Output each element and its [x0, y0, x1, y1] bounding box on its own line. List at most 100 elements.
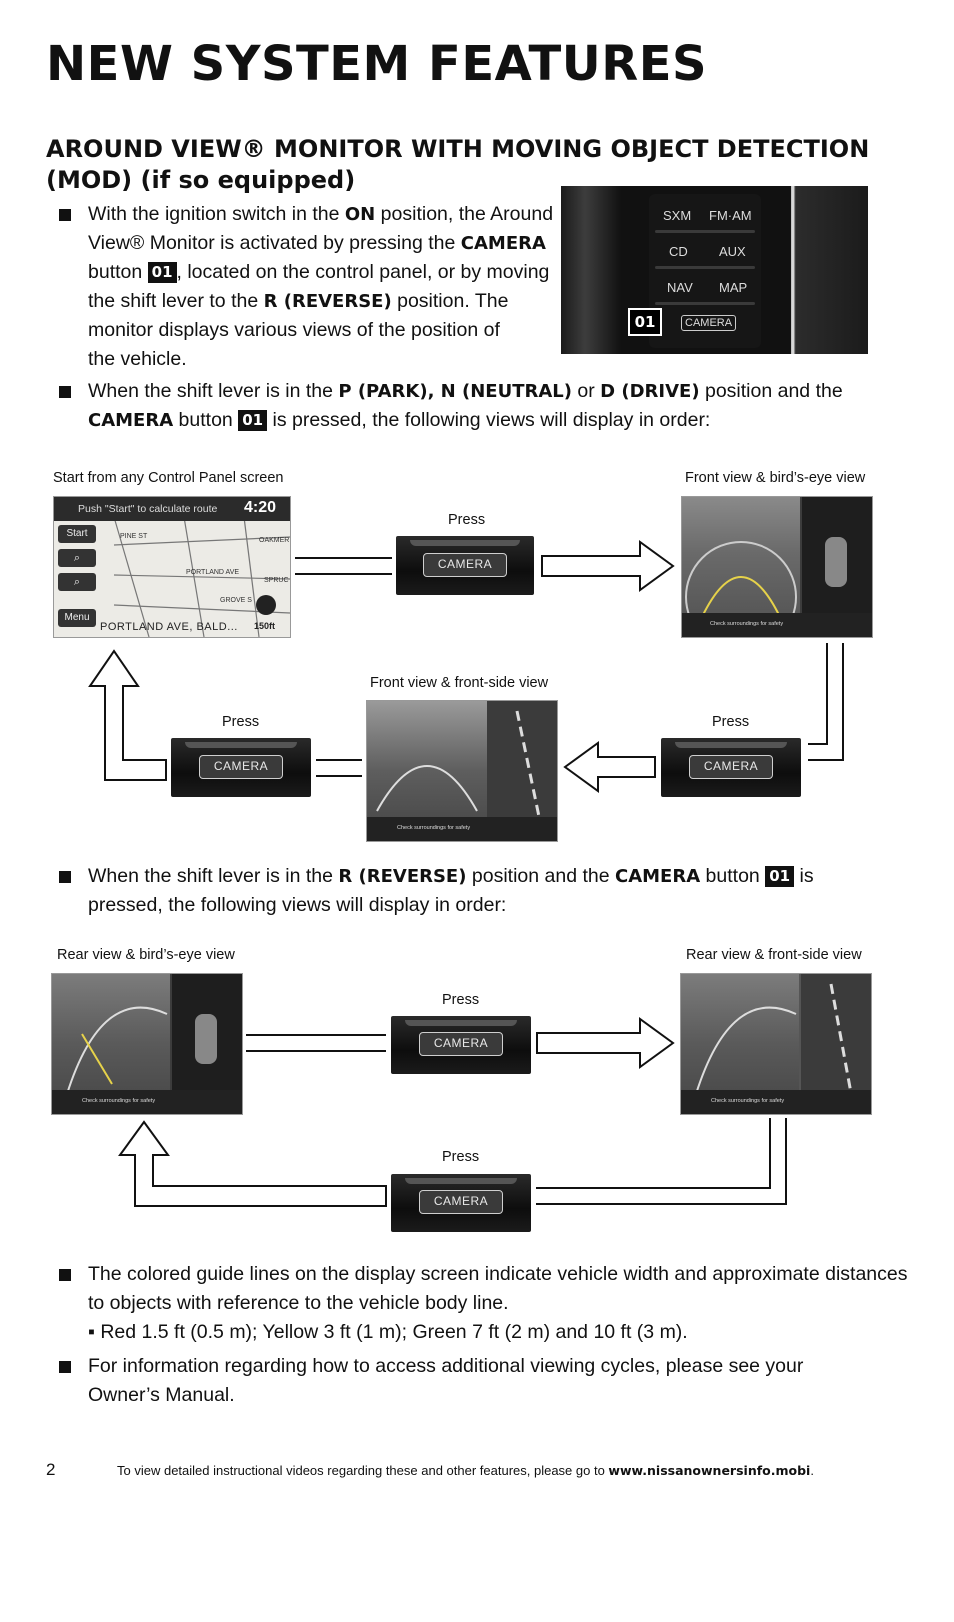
arrow-up-icon	[118, 1120, 387, 1207]
bullet-additional-info: For information regarding how to access …	[59, 1352, 938, 1410]
caption-start: Start from any Control Panel screen	[53, 470, 284, 486]
bullet-square	[59, 1361, 71, 1373]
text: The colored guide lines on the display s…	[88, 1263, 908, 1285]
press-label: Press	[448, 512, 486, 528]
text: button	[173, 409, 239, 431]
press-label: Press	[442, 992, 480, 1008]
diagram2-arrows	[118, 1017, 787, 1207]
text: pressed, the following views will displa…	[88, 894, 507, 916]
nav-street: SPRUC	[264, 577, 289, 584]
caption-rear-side: Rear view & front-side view	[686, 947, 862, 963]
camera-button: CAMERA	[199, 755, 283, 779]
press-label: Press	[442, 1149, 480, 1165]
arrow-up-icon	[88, 649, 167, 781]
text: Owner’s Manual.	[88, 1384, 235, 1406]
page-number: 2	[46, 1460, 56, 1479]
panel-camera-button: CAMERA	[681, 315, 737, 331]
zoom-out-icon: ⌕	[58, 573, 96, 591]
arrow-right-icon	[536, 1017, 675, 1069]
diagram1-arrows	[88, 540, 844, 793]
bullet-square	[59, 386, 71, 398]
camera-button-photo: CAMERA	[661, 738, 801, 797]
camera-term: CAMERA	[88, 410, 174, 431]
front-birds-eye-view: Check surroundings for safety	[681, 496, 873, 638]
front-side-view: Check surroundings for safety	[366, 700, 558, 842]
nav-street: OAKMER	[259, 537, 290, 544]
panel-callout-badge: 01	[628, 308, 662, 336]
camera-button-photo: CAMERA	[391, 1016, 531, 1074]
text: position. The	[391, 290, 509, 312]
text: the shift lever to the	[88, 290, 264, 312]
bullet-drive-views: When the shift lever is in the P (PARK),…	[59, 377, 928, 435]
nav-menu-button: Menu	[58, 609, 96, 627]
text: With the ignition switch in the	[88, 203, 345, 225]
bullet-activation: With the ignition switch in the ON posit…	[59, 200, 558, 374]
car-icon	[195, 1014, 217, 1064]
text: is pressed, the following views will dis…	[267, 409, 711, 431]
compass-icon	[256, 595, 276, 615]
nav-time: 4:20	[244, 499, 277, 516]
callout-badge: 01	[238, 410, 268, 431]
text: button	[88, 261, 148, 283]
panel-button-sxm: SXM	[663, 208, 692, 223]
panel-button-aux: AUX	[719, 244, 746, 259]
arrow-right-icon	[541, 540, 675, 592]
check-surroundings-text: Check surroundings for safety	[397, 825, 471, 831]
check-surroundings-text: Check surroundings for safety	[710, 621, 784, 627]
zoom-in-icon: ⌕	[58, 549, 96, 567]
text: position, the Around	[375, 203, 554, 225]
camera-button-photo: CAMERA	[396, 536, 534, 595]
control-panel-photo: SXM FM·AM CD AUX NAV MAP CAMERA 01	[561, 186, 868, 354]
text: When the shift lever is in the	[88, 380, 339, 402]
bullet-guide-lines: The colored guide lines on the display s…	[59, 1260, 938, 1347]
nav-street: PINE ST	[120, 533, 148, 540]
camera-button: CAMERA	[689, 755, 773, 779]
caption-front-birds: Front view & bird’s-eye view	[685, 470, 866, 486]
car-icon	[825, 537, 847, 587]
camera-button: CAMERA	[423, 553, 507, 577]
camera-term: CAMERA	[460, 233, 546, 254]
footer-text: To view detailed instructional videos re…	[117, 1463, 609, 1478]
bullet-square	[59, 871, 71, 883]
camera-term: CAMERA	[615, 866, 701, 887]
page-title: NEW SYSTEM FEATURES	[46, 36, 708, 92]
press-label: Press	[712, 714, 750, 730]
caption-front-side: Front view & front-side view	[370, 675, 549, 691]
text: For information regarding how to access …	[88, 1355, 804, 1377]
rear-front-side-view: Check surroundings for safety	[680, 973, 872, 1115]
section-title-line2: (MOD) (if so equipped)	[46, 166, 356, 194]
camera-button-photo: CAMERA	[171, 738, 311, 797]
nav-scale: 150ft	[254, 621, 276, 631]
reverse-term: R (REVERSE)	[338, 866, 467, 887]
camera-button-photo: CAMERA	[391, 1174, 531, 1232]
text: button	[700, 865, 766, 887]
caption-rear-birds: Rear view & bird’s-eye view	[57, 947, 235, 963]
panel-button-map: MAP	[719, 280, 748, 295]
check-surroundings-text: Check surroundings for safety	[82, 1098, 156, 1104]
text: or	[571, 380, 601, 402]
text: the vehicle.	[88, 348, 187, 370]
gear-term: P (PARK), N (NEUTRAL)	[338, 381, 572, 402]
panel-button-fmam: FM·AM	[709, 208, 752, 223]
panel-button-nav: NAV	[667, 280, 693, 295]
bullet-reverse-views: When the shift lever is in the R (REVERS…	[59, 862, 928, 920]
panel-button-cd: CD	[669, 244, 688, 259]
text: is	[794, 865, 814, 887]
nav-street: PORTLAND AVE	[186, 569, 240, 576]
footer-link[interactable]: www.nissanownersinfo.mobi	[608, 1463, 811, 1478]
check-surroundings-text: Check surroundings for safety	[711, 1098, 785, 1104]
rear-birds-eye-view: Check surroundings for safety	[51, 973, 243, 1115]
text: to objects with reference to the vehicle…	[88, 1292, 509, 1314]
section-title-line1: AROUND VIEW® MONITOR WITH MOVING OBJECT …	[46, 135, 870, 163]
arrow-left-icon	[563, 741, 656, 793]
drive-term: D (DRIVE)	[600, 381, 700, 402]
footer-end: .	[810, 1463, 814, 1478]
on-term: ON	[344, 204, 376, 225]
footer-note: To view detailed instructional videos re…	[117, 1463, 814, 1478]
bullet-square	[59, 1269, 71, 1281]
guide-line-distances: ▪ Red 1.5 ft (0.5 m); Yellow 3 ft (1 m);…	[88, 1321, 688, 1343]
nav-bottom-street: PORTLAND AVE, BALD...	[100, 621, 238, 633]
text: When the shift lever is in the	[88, 865, 339, 887]
reverse-term: R (REVERSE)	[263, 291, 392, 312]
camera-button: CAMERA	[419, 1190, 503, 1214]
